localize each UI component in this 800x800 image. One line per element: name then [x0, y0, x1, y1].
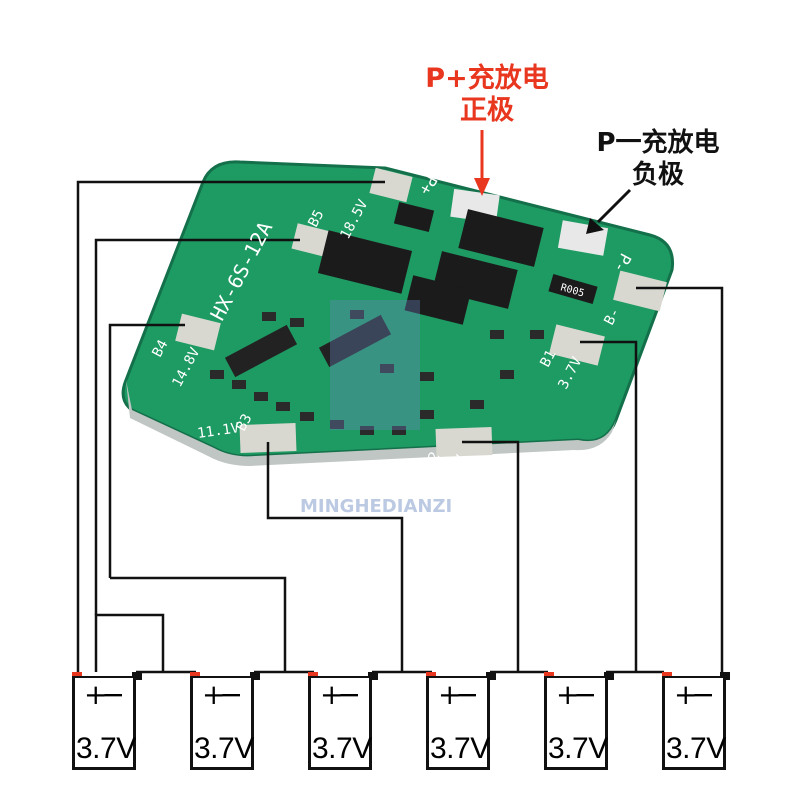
- pad-label-11v1: 11.1V: [196, 420, 241, 442]
- cell-plus-sign: +: [202, 678, 226, 711]
- pad-p-minus: [613, 270, 667, 312]
- cell-minus-sign: −: [691, 678, 715, 711]
- wire-b3: [108, 323, 185, 578]
- wire-p-minus: [636, 286, 724, 672]
- p-minus-arrow: [586, 188, 632, 234]
- cell-plus-sign: +: [438, 678, 462, 711]
- cell-plus-sign: +: [674, 678, 698, 711]
- mosfet-3: [404, 275, 472, 325]
- cell-voltage: 3.7V: [194, 732, 254, 765]
- wire-b-minus: [76, 180, 385, 672]
- p-plus-label-line1: P+充放电: [425, 63, 549, 94]
- pad-label-b3: B3: [233, 411, 255, 433]
- shunt-resistor: [548, 274, 598, 304]
- cell-plus-sign: +: [84, 678, 108, 711]
- cell-voltage: 3.7V: [312, 732, 372, 765]
- pad-label-b4: B4: [149, 337, 171, 359]
- cell-minus-sign: −: [101, 678, 125, 711]
- pad-label-b1: B1: [537, 347, 559, 369]
- pad-label-b2: B2: [421, 449, 443, 471]
- pad-b-minus: [549, 324, 605, 366]
- mosfet-1: [458, 209, 544, 267]
- pad-b3: [175, 313, 221, 351]
- ic-1: [224, 324, 298, 378]
- cell-plus-sign: +: [556, 678, 580, 711]
- smd-components: [210, 310, 544, 435]
- wire-b3-cell: [110, 576, 287, 672]
- p-minus-label-line1: P一充放电: [596, 128, 720, 158]
- p-plus-label-line2: 正极: [460, 95, 514, 126]
- inductor: [317, 230, 413, 294]
- pad-label-7v4: 7.4V: [439, 452, 469, 490]
- battery-cell-2: + − 3.7V: [190, 676, 254, 770]
- diode: [393, 201, 435, 233]
- wire-b4-pad: [94, 238, 300, 615]
- wire-b4: [94, 613, 165, 672]
- p-plus-arrow: [474, 130, 490, 196]
- battery-cell-3: + − 3.7V: [308, 676, 372, 770]
- cell-minus-sign: −: [219, 678, 243, 711]
- wire-b2: [266, 442, 404, 672]
- cell-voltage: 3.7V: [76, 732, 136, 765]
- pad-label-b5: B5: [305, 207, 327, 229]
- pad-b5: [369, 167, 413, 203]
- ic-2: [318, 314, 392, 368]
- wires: [76, 180, 724, 672]
- battery-cell-1: + − 3.7V: [72, 676, 136, 770]
- pad-b2: [239, 423, 297, 453]
- watermark-text: MINGHEDIANZI: [300, 496, 452, 517]
- battery-cell-5: + − 3.7V: [544, 676, 608, 770]
- watermark-logo: [330, 300, 420, 430]
- cell-minus-sign: −: [337, 678, 361, 711]
- battery-cell-6: + − 3.7V: [662, 676, 726, 770]
- cell-voltage: 3.7V: [430, 732, 490, 765]
- battery-cell-4: + − 3.7V: [426, 676, 490, 770]
- cell-voltage: 3.7V: [666, 732, 726, 765]
- pad-label-b-minus: B-: [601, 305, 623, 327]
- cell-voltage: 3.7V: [548, 732, 608, 765]
- cell-minus-sign: −: [573, 678, 597, 711]
- wire-b1-up: [580, 340, 638, 672]
- pcb-board: [121, 160, 675, 466]
- cell-minus-sign: −: [455, 678, 479, 711]
- wire-b1: [462, 440, 520, 672]
- cell-plus-sign: +: [320, 678, 344, 711]
- p-minus-label-line2: 负极: [631, 160, 684, 190]
